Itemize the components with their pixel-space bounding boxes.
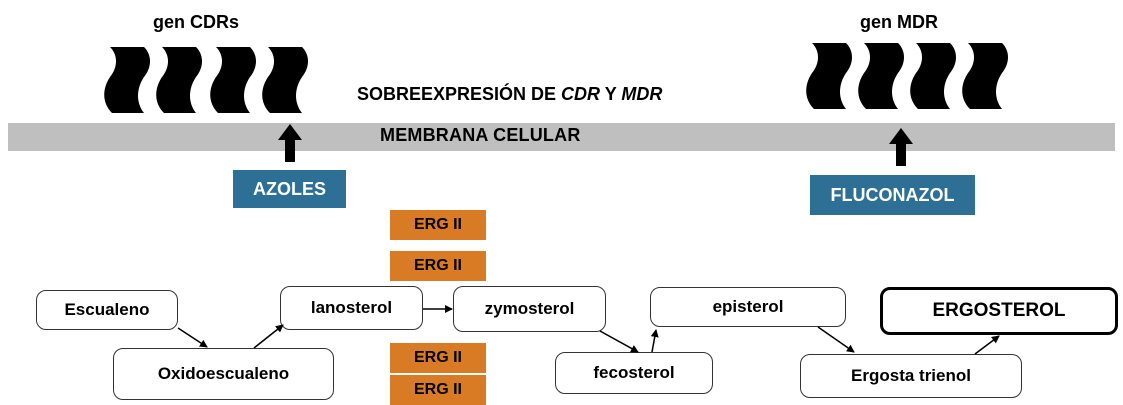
cdr-transporter-icon: [104, 47, 150, 113]
node-fecosterol: fecosterol: [555, 352, 713, 394]
left-gene-title: gen CDRs: [153, 12, 240, 32]
arrow-episterol-ergosta-trienol: [817, 326, 855, 353]
overexpression-mdr: MDR: [621, 84, 663, 104]
erg-enzyme-box: ERG II: [390, 375, 486, 405]
node-ergosterol: ERGOSTEROL: [880, 287, 1118, 335]
right-gene-title: gen MDR: [860, 12, 938, 32]
node-escualeno: Escualeno: [36, 290, 178, 330]
node-episterol: episterol: [650, 287, 846, 327]
overexpression-prefix: SOBREEXPRESIÓN DE: [357, 84, 562, 104]
azoles-up-arrow-icon: [278, 124, 302, 162]
arrow-zymosterol-fecosterol: [599, 330, 639, 353]
erg-enzyme-box: ERG II: [390, 210, 486, 240]
cdr-transporter-icon: [210, 47, 256, 113]
erg-enzyme-box: ERG II: [390, 343, 486, 373]
cdr-transporter-icon: [262, 47, 308, 113]
mdr-transporter-icon: [806, 43, 852, 109]
node-oxidoescualeno: Oxidoescualeno: [113, 348, 334, 400]
arrow-fecosterol-episterol: [650, 329, 659, 353]
mdr-transporter-icon: [962, 43, 1008, 109]
arrow-escualeno-oxidoescualeno: [177, 327, 208, 348]
cell-membrane: [8, 123, 1115, 151]
fluconazol-box: FLUCONAZOL: [810, 175, 975, 215]
membrane-label: MEMBRANA CELULAR: [380, 125, 581, 145]
fluconazol-up-arrow-icon: [889, 128, 913, 166]
cdr-transporter-icon: [156, 47, 202, 113]
erg-enzyme-box: ERG II: [390, 251, 486, 281]
mdr-transporter-icon: [858, 43, 904, 109]
overexpression-connector: Y: [600, 84, 622, 104]
node-ergosta-trienol: Ergosta trienol: [800, 354, 1022, 398]
azoles-box: AZOLES: [233, 170, 346, 208]
overexpression-cdr: CDR: [561, 84, 601, 104]
node-zymosterol: zymosterol: [453, 286, 606, 332]
arrow-oxidoescualeno-lanosterol: [253, 324, 284, 349]
overexpression-label: SOBREEXPRESIÓN DE CDR Y MDR: [357, 84, 662, 105]
node-lanosterol: lanosterol: [280, 286, 423, 330]
arrow-ergosta-trienol-ergosterol: [974, 335, 1000, 355]
mdr-transporter-icon: [910, 43, 956, 109]
